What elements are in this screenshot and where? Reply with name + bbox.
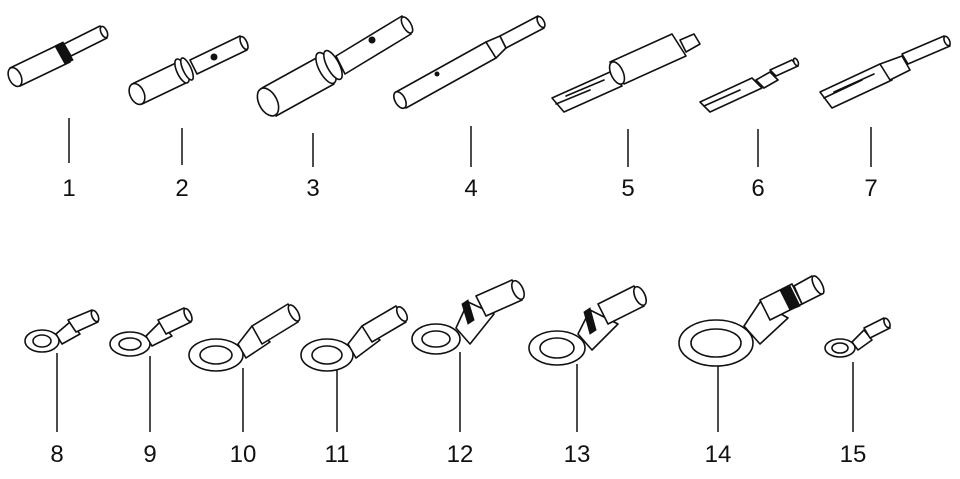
terminal-4-pin-terminal-icon xyxy=(393,15,546,110)
label-5: 5 xyxy=(621,175,634,202)
terminal-14-ring-terminal-icon xyxy=(678,275,825,367)
label-15: 15 xyxy=(840,441,867,468)
label-12: 12 xyxy=(447,441,474,468)
label-13: 13 xyxy=(564,441,591,468)
terminal-12-ring-terminal-icon xyxy=(411,279,525,355)
label-10: 10 xyxy=(230,441,257,468)
label-4: 4 xyxy=(464,175,477,202)
terminal-6-spade-terminal-icon xyxy=(699,57,800,113)
label-11: 11 xyxy=(325,441,350,468)
label-8: 8 xyxy=(50,441,63,468)
terminal-3-pin-terminal-icon xyxy=(256,15,414,117)
terminal-10-ring-terminal-icon xyxy=(188,303,301,372)
terminal-9-ring-terminal-icon xyxy=(109,307,193,357)
terminal-15-ring-terminal-icon xyxy=(824,317,891,358)
terminal-11-ring-terminal-icon xyxy=(300,305,409,372)
label-2: 2 xyxy=(175,175,188,202)
label-14: 14 xyxy=(705,441,732,468)
label-3: 3 xyxy=(306,175,319,202)
terminal-13-ring-terminal-icon xyxy=(528,285,647,366)
terminal-5-spade-terminal-icon xyxy=(551,33,701,113)
label-6: 6 xyxy=(751,175,764,202)
label-1: 1 xyxy=(62,175,75,202)
terminal-1-pin-terminal-icon xyxy=(7,25,109,88)
terminal-8-ring-terminal-icon xyxy=(24,309,100,353)
label-7: 7 xyxy=(864,175,877,202)
label-9: 9 xyxy=(143,441,156,468)
terminal-7-spade-terminal-icon xyxy=(819,35,951,109)
terminal-2-pin-terminal-icon xyxy=(128,35,249,106)
